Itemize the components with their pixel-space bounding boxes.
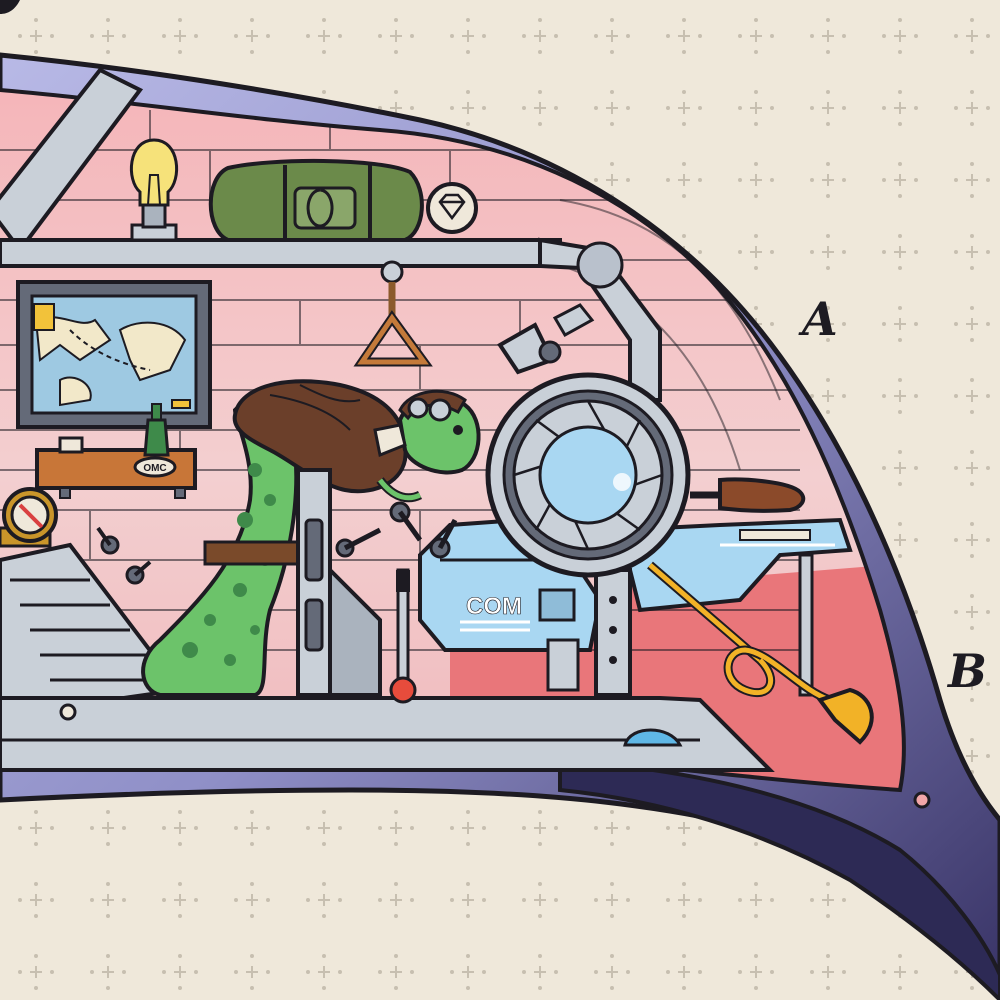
blue-gear-icon	[623, 728, 683, 747]
porthole-icon	[485, 372, 691, 578]
hull-beak	[558, 757, 1000, 1000]
lever-handle	[690, 477, 806, 513]
sleeping-bag-icon	[208, 158, 424, 242]
control-stand	[296, 468, 423, 697]
ramp	[0, 526, 184, 702]
diagonal-strut	[0, 67, 144, 254]
gear-icon	[389, 676, 417, 704]
cabin-floor	[0, 696, 775, 772]
compass-icon	[0, 487, 58, 548]
jacket	[232, 379, 408, 494]
callout-label-a: A	[802, 292, 838, 346]
diamond-badge-icon	[426, 182, 478, 234]
light-bulb-icon	[129, 138, 179, 242]
lamp-icon	[497, 303, 595, 375]
ink-mark	[0, 0, 20, 14]
map-icon	[16, 280, 212, 429]
hanging-handle	[353, 260, 433, 367]
bottle-icon	[143, 403, 170, 457]
hull-rivet	[913, 791, 931, 809]
bugle-icon	[647, 561, 874, 745]
callout-label-b: B	[948, 644, 987, 698]
caterpillar-character	[141, 379, 481, 697]
console-brand-text: COM	[466, 593, 522, 620]
sticker-text: OMC	[143, 463, 166, 474]
